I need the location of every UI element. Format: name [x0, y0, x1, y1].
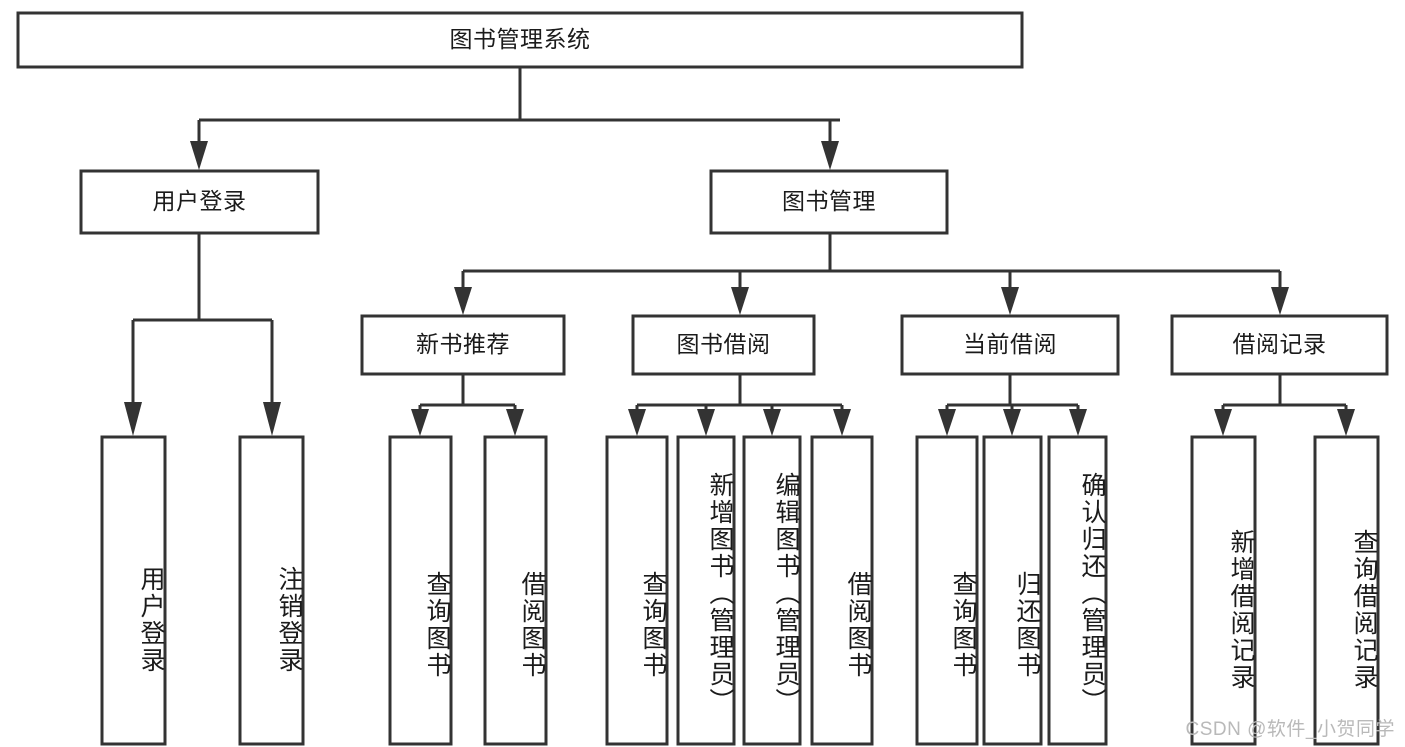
arrow-head-leaf-add-book-admin — [697, 409, 715, 436]
node-box-user-login[interactable] — [79, 169, 320, 235]
leaf-box-add-borrow-record[interactable] — [1190, 435, 1257, 746]
arrow-head-book-management — [821, 141, 839, 170]
arrow-head-leaf-borrow-book-rec — [506, 409, 524, 436]
arrow-head-borrow-record — [1271, 287, 1289, 315]
arrow-head-leaf-query-borrow-record — [1337, 409, 1355, 436]
node-box-root[interactable] — [16, 11, 1024, 69]
leaf-box-add-book-admin[interactable] — [676, 435, 736, 746]
arrow-head-leaf-query-book-borrow — [628, 409, 646, 436]
arrow-head-leaf-return-book — [1003, 409, 1021, 436]
arrow-head-leaf-add-borrow-record — [1214, 409, 1232, 436]
leaf-box-borrow-book-borrow[interactable] — [810, 435, 874, 746]
leaf-box-logout[interactable] — [238, 435, 305, 746]
node-box-book-borrow[interactable] — [631, 314, 816, 376]
arrow-head-leaf-borrow-book-borrow — [833, 409, 851, 436]
leaf-box-return-book[interactable] — [982, 435, 1043, 746]
node-box-new-book-recommend[interactable] — [360, 314, 566, 376]
node-box-current-borrow[interactable] — [900, 314, 1120, 376]
leaf-box-query-book-rec[interactable] — [388, 435, 453, 746]
arrow-head-leaf-confirm-return — [1069, 409, 1087, 436]
node-box-borrow-record[interactable] — [1170, 314, 1389, 376]
leaf-box-edit-book-admin[interactable] — [742, 435, 802, 746]
arrow-head-current-borrow — [1001, 287, 1019, 315]
arrow-head-leaf-query-book-current — [938, 409, 956, 436]
arrow-head-new-book-recommend — [454, 287, 472, 315]
arrow-head-leaf-query-book-rec — [411, 409, 429, 436]
watermark-text: CSDN @软件_小贺同学 — [1185, 719, 1395, 740]
leaf-box-confirm-return-admin[interactable] — [1047, 435, 1108, 746]
arrow-head-book-borrow — [731, 287, 749, 315]
arrow-head-leaf-edit-book-admin — [763, 409, 781, 436]
arrow-head-user-login — [190, 141, 208, 170]
leaf-box-user-login[interactable] — [100, 435, 167, 746]
leaf-box-query-borrow-record[interactable] — [1313, 435, 1380, 746]
arrow-head-leaf-user-login — [124, 402, 142, 436]
leaf-box-borrow-book-rec[interactable] — [483, 435, 548, 746]
arrow-head-leaf-logout — [263, 402, 281, 436]
leaf-box-query-book-current[interactable] — [915, 435, 979, 746]
node-box-book-management[interactable] — [709, 169, 949, 235]
leaf-box-query-book-borrow[interactable] — [605, 435, 669, 746]
